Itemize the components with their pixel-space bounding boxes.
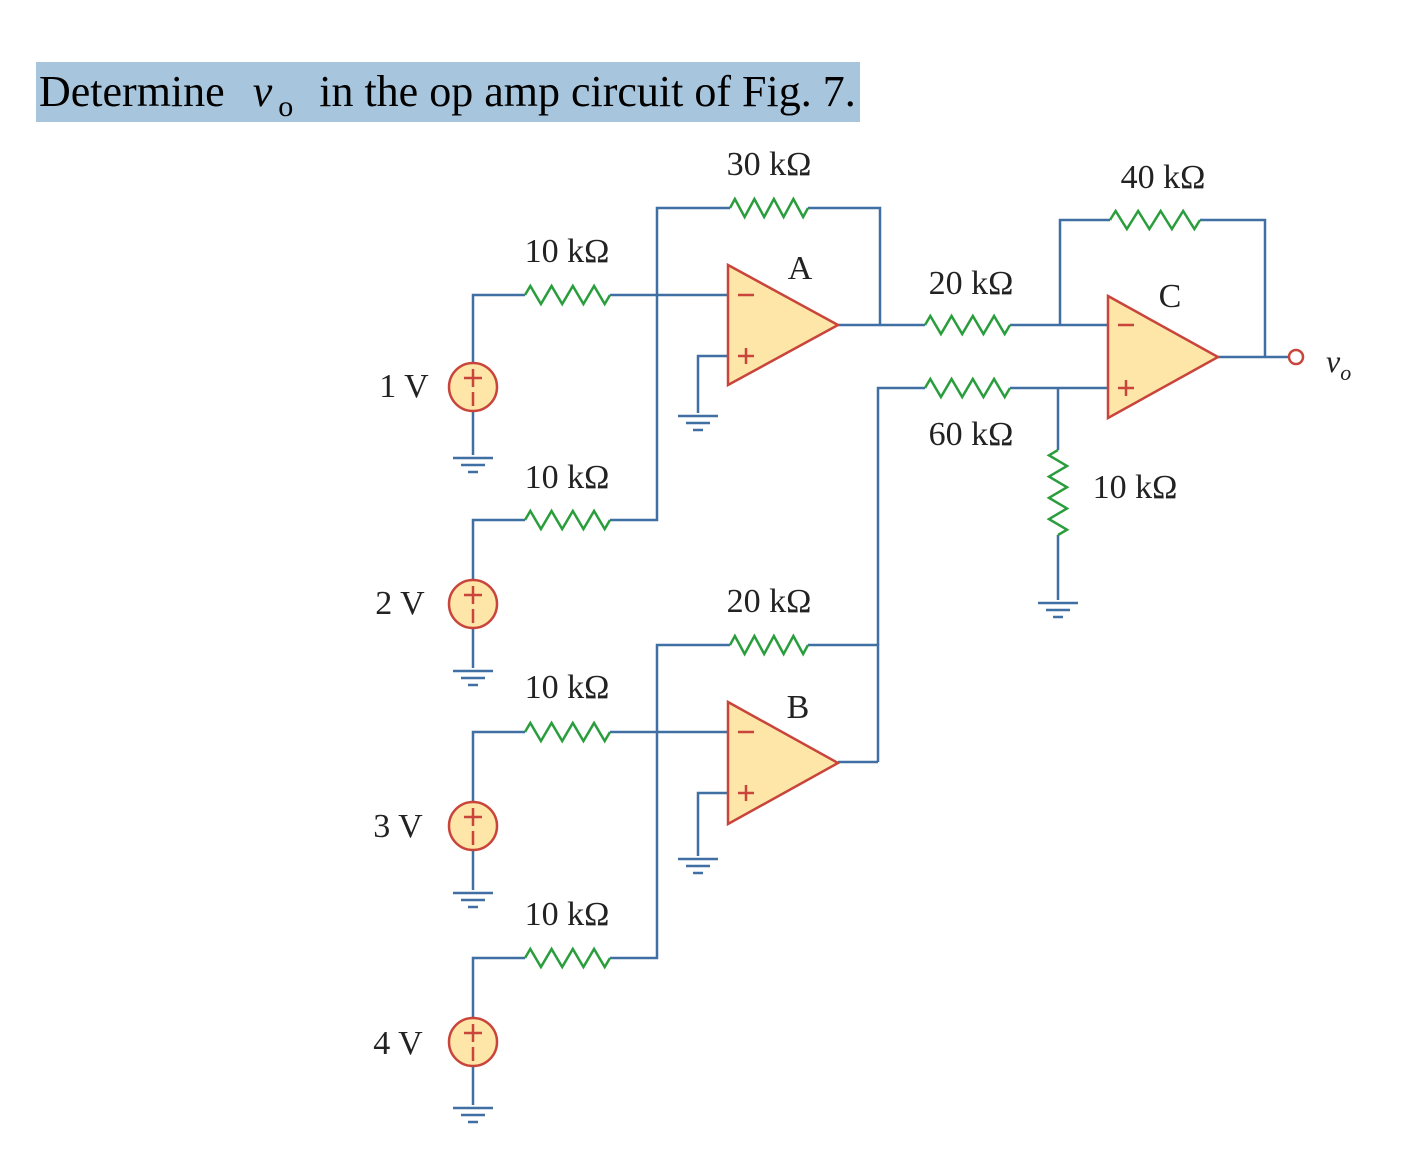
question-variable: v bbox=[252, 67, 273, 116]
resistor-r-in1 bbox=[523, 283, 612, 307]
opamp-C bbox=[1106, 293, 1221, 421]
question-variable-subscript: o bbox=[278, 90, 294, 123]
resistor-r-fC bbox=[1108, 208, 1202, 232]
resistor-r-in4 bbox=[523, 946, 612, 970]
question-prefix: Determine bbox=[39, 67, 225, 116]
wire-B-to-60k bbox=[876, 386, 925, 645]
label-r-in4: 10 kΩ bbox=[525, 896, 610, 933]
output-var: v bbox=[1326, 343, 1341, 379]
voltage-source-4 bbox=[447, 1016, 499, 1068]
label-r-fB: 20 kΩ bbox=[727, 583, 812, 620]
resistor-r-B-to-C bbox=[923, 376, 1012, 400]
label-r-in1: 10 kΩ bbox=[525, 233, 610, 270]
wire-src2-top bbox=[471, 518, 525, 580]
label-r-fA: 30 kΩ bbox=[727, 146, 812, 183]
ground-src3 bbox=[453, 891, 493, 909]
voltage-source-3 bbox=[447, 800, 499, 852]
label-source-2: 2 V bbox=[375, 585, 425, 622]
wire-fC-right bbox=[1200, 218, 1267, 357]
resistor-r-A-to-C bbox=[923, 313, 1012, 337]
label-r-ground-C: 10 kΩ bbox=[1093, 469, 1178, 506]
opamp-B bbox=[726, 699, 841, 827]
resistor-r-in3 bbox=[523, 720, 612, 744]
label-source-1: 1 V bbox=[379, 368, 429, 405]
wire-r-in2-to-nodeA bbox=[610, 206, 730, 522]
label-opamp-C: C bbox=[1159, 278, 1182, 315]
wire-fC-left bbox=[1058, 218, 1110, 325]
label-source-3: 3 V bbox=[373, 808, 423, 845]
output-terminal bbox=[1287, 348, 1305, 366]
components bbox=[447, 262, 1305, 1068]
label-r-A-to-C: 20 kΩ bbox=[929, 265, 1014, 302]
label-r-in2: 10 kΩ bbox=[525, 459, 610, 496]
wire-fB-right bbox=[808, 643, 880, 762]
ground-src1 bbox=[453, 456, 493, 474]
resistor-r-ground-C bbox=[1046, 448, 1070, 537]
resistor-r-fB bbox=[728, 633, 810, 657]
label-opamp-A: A bbox=[788, 250, 813, 287]
ground-src4 bbox=[453, 1106, 493, 1124]
label-source-4: 4 V bbox=[373, 1025, 423, 1062]
label-r-fC: 40 kΩ bbox=[1121, 159, 1206, 196]
output-var-subscript: o bbox=[1340, 360, 1351, 385]
label-opamp-B: B bbox=[787, 689, 810, 726]
question-suffix: in the op amp circuit of Fig. 7. bbox=[319, 67, 856, 116]
label-r-B-to-C: 60 kΩ bbox=[929, 416, 1014, 453]
ground-A-plus bbox=[678, 414, 718, 432]
wire-r-in4-to-nodeB bbox=[610, 643, 730, 960]
resistors bbox=[523, 196, 1202, 970]
voltage-source-1 bbox=[447, 361, 499, 413]
resistor-r-fA bbox=[728, 196, 810, 220]
wire-src1-top bbox=[471, 293, 525, 363]
output-label: vo bbox=[1326, 343, 1351, 385]
wire-B-plus-gnd bbox=[696, 791, 728, 856]
resistor-r-in2 bbox=[523, 508, 612, 532]
wire-src3-top bbox=[471, 730, 525, 802]
voltage-source-2 bbox=[447, 578, 499, 630]
wires bbox=[471, 206, 1288, 1105]
ground-src2 bbox=[453, 669, 493, 687]
label-r-in3: 10 kΩ bbox=[525, 669, 610, 706]
wire-fA-right bbox=[808, 206, 882, 325]
ground-B-plus bbox=[678, 857, 718, 875]
opamp-A bbox=[726, 262, 841, 388]
wire-src4-top bbox=[471, 956, 525, 1018]
grounds bbox=[453, 414, 1078, 1124]
ground-C-plus bbox=[1038, 601, 1078, 619]
wire-A-plus-gnd bbox=[696, 354, 728, 413]
